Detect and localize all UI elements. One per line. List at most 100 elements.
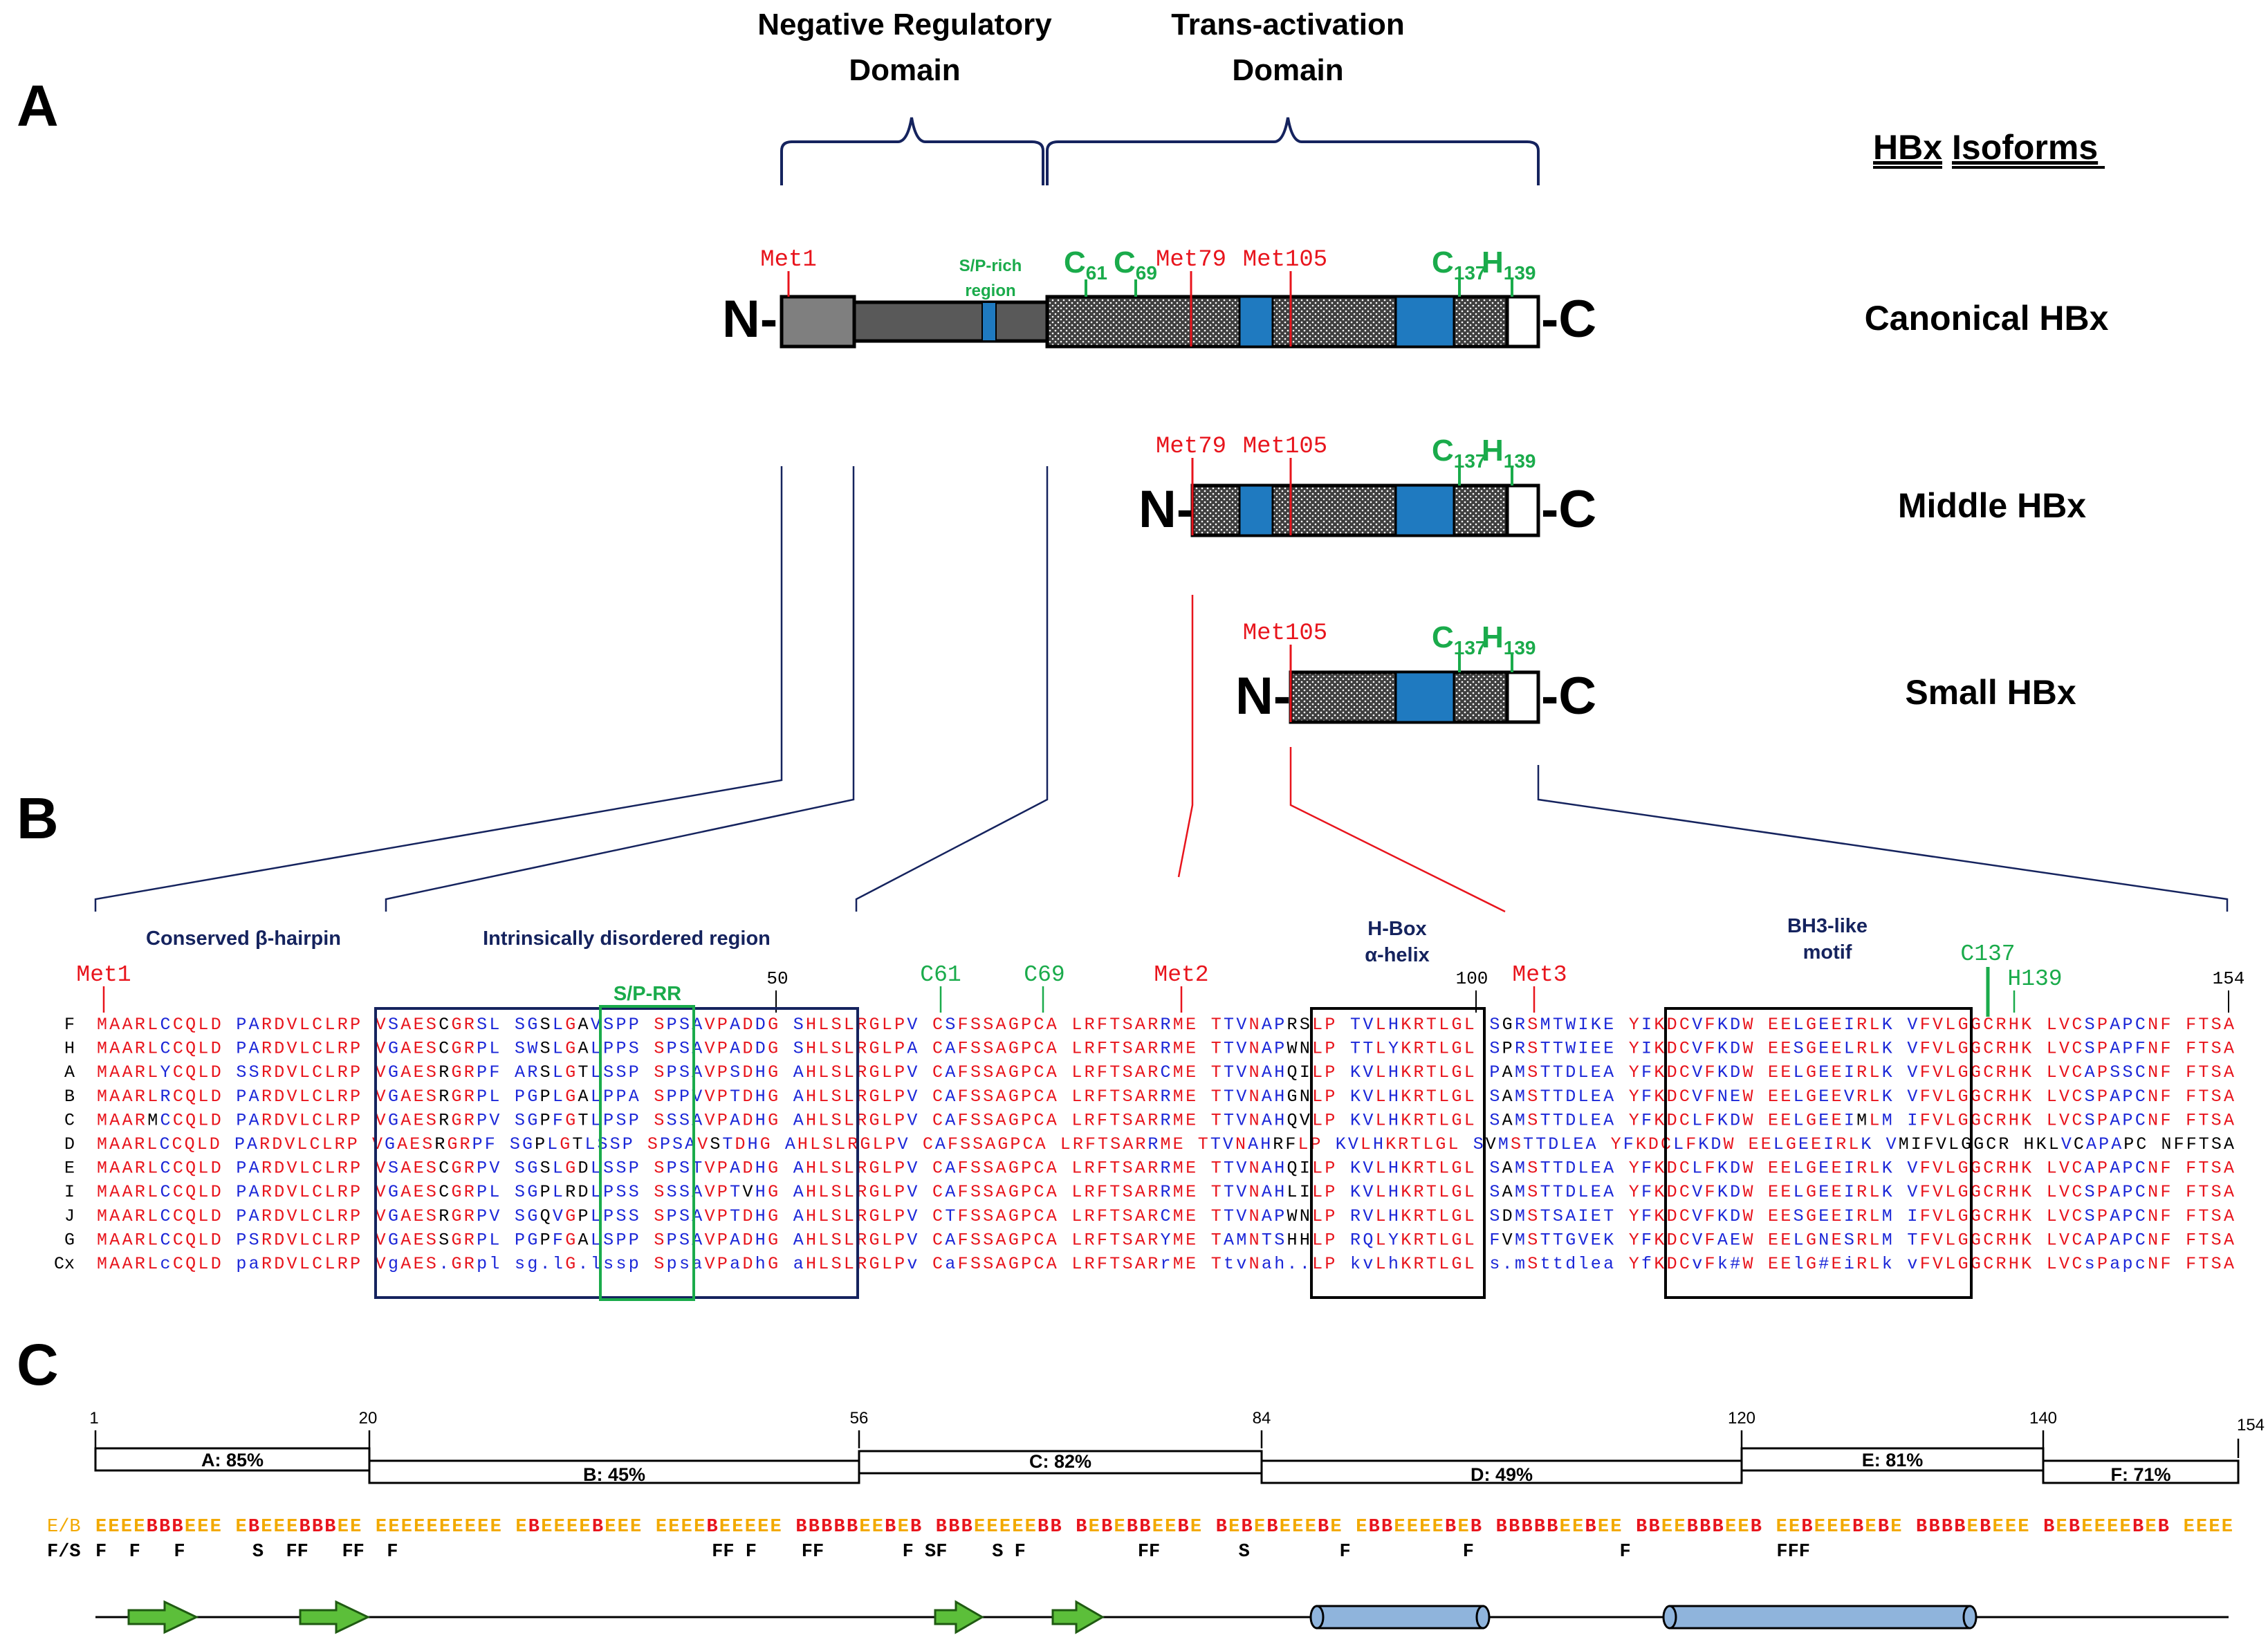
canonical-helix-1 xyxy=(1238,295,1274,348)
isoforms-title-isoforms: Isoforms xyxy=(1952,128,2098,167)
sp-rich-label-line2: region xyxy=(965,282,1015,300)
projection-lines xyxy=(94,466,2229,913)
beta-strand-2 xyxy=(299,1600,371,1634)
alignment-row-label: Cx xyxy=(54,1254,75,1274)
middle-met79-label: Met79 xyxy=(1156,434,1226,460)
projection-line-1 xyxy=(94,466,783,912)
alignment-row-label: H xyxy=(64,1039,75,1059)
position-numbers: 1 20 56 84 120 140 154 xyxy=(89,1409,2265,1435)
segment-e xyxy=(1740,1447,2045,1472)
canonical-nterm-box xyxy=(780,295,856,349)
sp-rr-box xyxy=(599,1005,695,1301)
middle-h139-label: H139 xyxy=(1482,434,1536,472)
panel-letter-a: A xyxy=(17,73,59,138)
canonical-met1-label: Met1 xyxy=(760,247,817,273)
middle-c-terminus: -C xyxy=(1541,480,1596,539)
alignment-row-label: D xyxy=(64,1134,75,1154)
segment-b xyxy=(368,1459,860,1484)
canonical-isoform-name: Canonical HBx xyxy=(1865,299,2109,338)
small-hbx-diagram: N- -C Met105 C137 H139 Small HBx xyxy=(1235,620,2076,726)
panel-a: Negative Regulatory Domain Trans-activat… xyxy=(94,8,2229,913)
canonical-c-terminus: -C xyxy=(1541,290,1596,349)
projection-line-5 xyxy=(1289,747,1506,913)
segment-c xyxy=(858,1450,1263,1475)
canonical-cterm-box xyxy=(1505,295,1540,349)
pos-label-h139: H139 xyxy=(2007,966,2062,992)
alignment-row-label: A xyxy=(64,1062,75,1082)
pos-label-c69: C69 xyxy=(1024,962,1064,988)
region-label-hbox-1: H-Box xyxy=(1367,918,1426,940)
alignment-row-label: I xyxy=(64,1182,75,1202)
position-number-1: 1 xyxy=(89,1409,98,1428)
canonical-helix-2 xyxy=(1394,295,1455,348)
fs-label: F/S xyxy=(47,1542,81,1562)
canonical-sp-rich-box xyxy=(981,302,997,342)
region-label-idr: Intrinsically disordered region xyxy=(483,928,771,950)
canonical-n-terminus: N- xyxy=(722,290,777,349)
projection-line-3 xyxy=(855,466,1049,912)
alpha-helix-1-cap-left xyxy=(1309,1605,1325,1630)
nrd-brace xyxy=(780,117,1044,185)
idr-box xyxy=(374,1007,859,1299)
middle-isoform-name: Middle HBx xyxy=(1898,486,2086,525)
canonical-met105-label: Met105 xyxy=(1243,247,1327,273)
segment-d xyxy=(1260,1459,1743,1484)
alignment-row-label: C xyxy=(64,1110,75,1130)
pos-label-met1: Met1 xyxy=(76,962,131,988)
alpha-helix-2-cap-right xyxy=(1962,1605,1977,1630)
position-number-20: 20 xyxy=(359,1409,378,1428)
alpha-helix-1 xyxy=(1309,1605,1491,1630)
segment-a xyxy=(94,1447,371,1472)
tad-heading-line2: Domain xyxy=(1232,53,1343,87)
alignment-row-label: J xyxy=(64,1206,75,1226)
segment-ticks xyxy=(94,1430,2240,1458)
region-label-hairpin: Conserved β-hairpin xyxy=(146,928,341,950)
alpha-helix-1-cap-right xyxy=(1475,1605,1491,1630)
canonical-c69-label: C69 xyxy=(1114,246,1157,284)
eb-label: E/B xyxy=(47,1517,81,1538)
canonical-h139-label: H139 xyxy=(1482,246,1536,284)
functional-structural-string: F F F S FF FF F FF F FF F SF S F FF S F … xyxy=(95,1542,1810,1562)
segment-b-label: B: 45% xyxy=(583,1464,645,1485)
nrd-heading-line1: Negative Regulatory xyxy=(757,8,1052,41)
segment-a-label: A: 85% xyxy=(201,1450,264,1470)
middle-n-terminus: N- xyxy=(1138,480,1194,539)
position-number-140: 140 xyxy=(2029,1409,2057,1428)
panel-c: 1 20 56 84 120 140 154 A: 85% B: 45% C: … xyxy=(47,1409,2265,1634)
exposure-burial-string: EEEEBBBEEE EBEEEBBBEE EEEEEEEEEE EBEEEEB… xyxy=(95,1517,2233,1538)
pos-label-met3: Met3 xyxy=(1512,962,1567,988)
alignment-row-label: F xyxy=(64,1015,75,1035)
small-met105-label: Met105 xyxy=(1243,620,1327,647)
canonical-met79-label: Met79 xyxy=(1156,247,1226,273)
alpha-helix-1-body xyxy=(1316,1605,1484,1630)
alignment-row-label: G xyxy=(64,1230,75,1250)
canonical-linker-box xyxy=(852,300,1049,343)
middle-hbx-diagram: N- -C Met79 Met105 C137 H139 Middle HBx xyxy=(1138,434,2086,539)
position-number-84: 84 xyxy=(1253,1409,1271,1428)
projection-line-2 xyxy=(385,466,855,912)
alpha-helix-2-cap-left xyxy=(1662,1605,1677,1630)
region-label-hbox-2: α-helix xyxy=(1365,944,1430,966)
position-number-120: 120 xyxy=(1728,1409,1755,1428)
small-h139-label: H139 xyxy=(1482,620,1536,658)
position-number-56: 56 xyxy=(850,1409,869,1428)
small-isoform-name: Small HBx xyxy=(1905,673,2076,712)
hbox-box xyxy=(1310,1007,1486,1299)
alpha-helix-2-body xyxy=(1668,1605,1971,1630)
pos-label-50: 50 xyxy=(766,968,788,989)
tad-brace xyxy=(1046,117,1540,185)
small-n-terminus: N- xyxy=(1235,667,1291,726)
middle-met105-label: Met105 xyxy=(1243,434,1327,460)
middle-cterm-box xyxy=(1505,483,1540,537)
panel-b: Conserved β-hairpin Intrinsically disord… xyxy=(54,915,2244,1301)
middle-helix-2 xyxy=(1394,484,1455,537)
middle-helix-1 xyxy=(1238,484,1274,537)
bh3-box xyxy=(1664,1007,1973,1299)
